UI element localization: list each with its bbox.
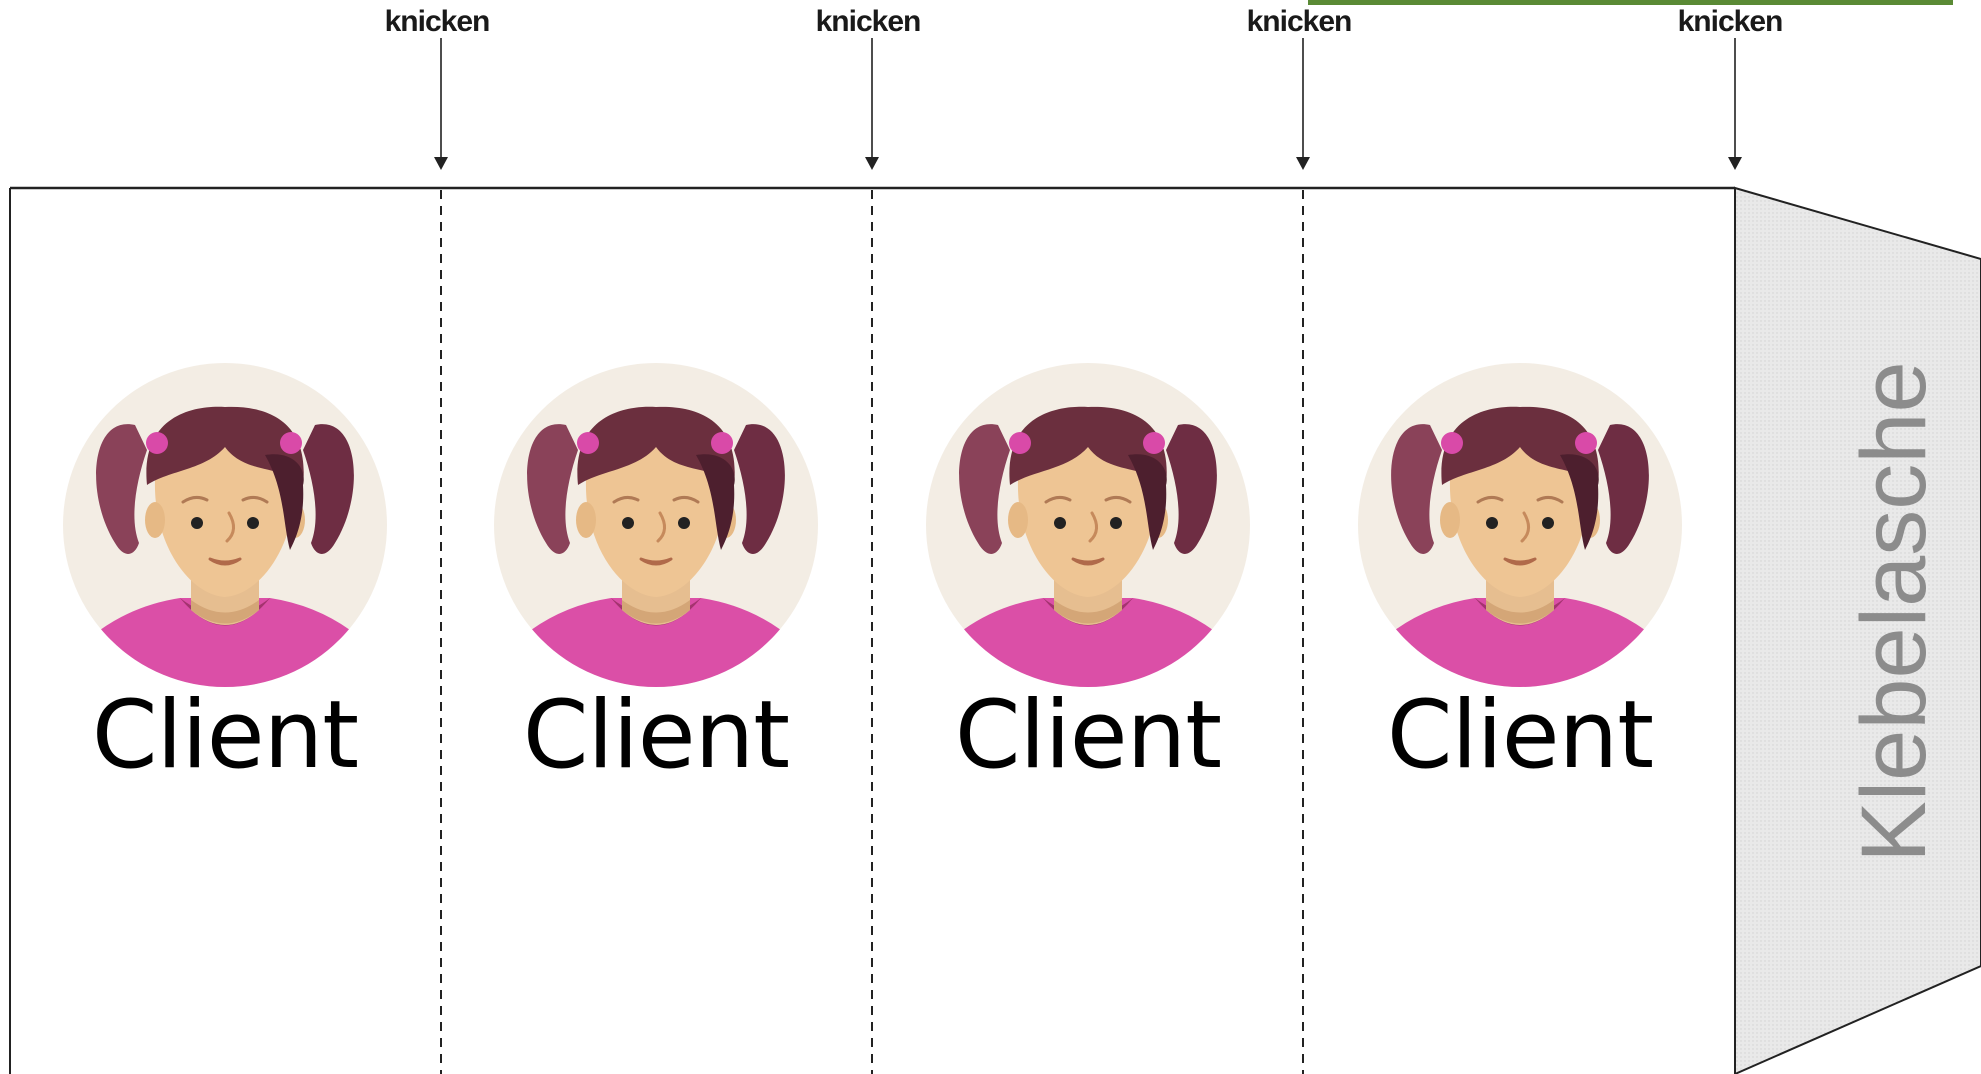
girl-avatar-icon bbox=[1358, 363, 1682, 700]
panel-label: Client bbox=[955, 681, 1221, 790]
panel-1: Client bbox=[63, 363, 387, 790]
panel-label: Client bbox=[1387, 681, 1653, 790]
panel-3: Client bbox=[926, 363, 1250, 790]
glue-tab bbox=[1734, 186, 1981, 1074]
fold-label: knicken bbox=[385, 5, 490, 38]
glue-tab-label: Klebelasche bbox=[1843, 361, 1945, 862]
fold-marker-1: knicken bbox=[385, 5, 490, 170]
fold-marker-4: knicken bbox=[1678, 5, 1783, 170]
fold-label: knicken bbox=[1247, 5, 1352, 38]
girl-avatar-icon bbox=[926, 363, 1250, 700]
fold-marker-2: knicken bbox=[816, 5, 921, 170]
fold-label: knicken bbox=[1678, 5, 1783, 38]
fold-label: knicken bbox=[816, 5, 921, 38]
girl-avatar-icon bbox=[494, 363, 818, 700]
panel-4: Client bbox=[1358, 363, 1682, 790]
panel-label: Client bbox=[92, 681, 358, 790]
fold-marker-3: knicken bbox=[1247, 5, 1352, 170]
panel-2: Client bbox=[494, 363, 818, 790]
top-green-bar bbox=[1308, 0, 1953, 5]
panel-label: Client bbox=[523, 681, 789, 790]
girl-avatar-icon bbox=[63, 363, 387, 700]
